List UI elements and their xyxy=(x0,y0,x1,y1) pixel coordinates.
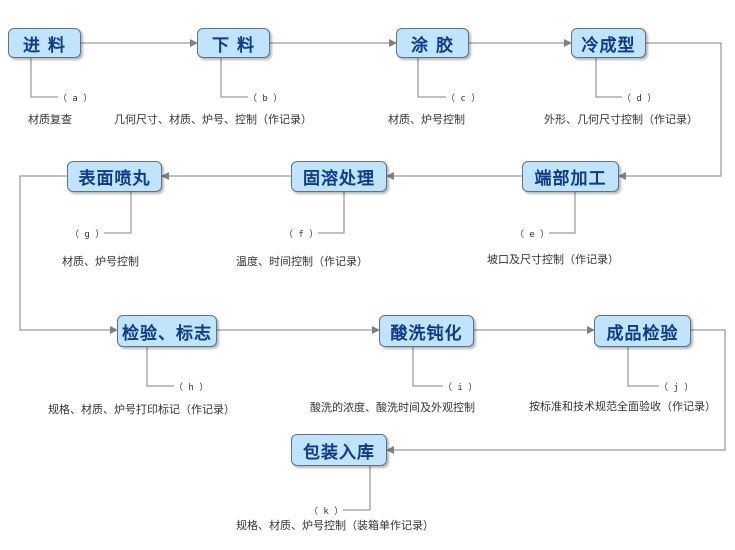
step-cutting: 下 料 xyxy=(197,28,270,58)
note-tag-j: （ j ） xyxy=(659,383,694,393)
leader-f xyxy=(318,192,345,234)
note-tag-a: （ a ） xyxy=(58,94,93,104)
note-text-d: 外形、几何尺寸控制（作记录） xyxy=(544,113,698,126)
note-tag-c: （ c ） xyxy=(446,94,481,104)
note-text-a: 材质复查 xyxy=(28,113,72,126)
note-text-c: 材质、炉号控制 xyxy=(388,113,465,126)
note-tag-e: （ e ） xyxy=(515,230,550,240)
leader-c xyxy=(417,58,446,98)
note-text-k: 规格、材质、炉号控制（装箱单作记录） xyxy=(236,519,434,532)
arrow-j-k xyxy=(386,329,726,454)
step-incoming-material: 进 料 xyxy=(8,28,81,58)
note-tag-b: （ b ） xyxy=(248,94,283,104)
leader-h xyxy=(146,347,174,387)
leader-i xyxy=(412,347,443,387)
note-tag-k: （ k ） xyxy=(309,507,344,517)
leader-d xyxy=(595,58,622,98)
leader-e xyxy=(549,192,576,234)
leader-b xyxy=(220,58,248,98)
note-tag-f: （ f ） xyxy=(284,230,319,240)
note-text-i: 酸洗的浓度、酸洗时间及外观控制 xyxy=(310,401,475,414)
step-final-inspection: 成品检验 xyxy=(594,315,691,347)
step-inspection-marking: 检验、标志 xyxy=(117,315,217,347)
step-end-machining: 端部加工 xyxy=(522,161,619,192)
note-text-g: 材质、炉号控制 xyxy=(62,255,139,268)
arrow-d-e xyxy=(618,42,722,180)
step-solution-treatment: 固溶处理 xyxy=(291,161,387,192)
note-tag-h: （ h ） xyxy=(174,383,209,393)
note-text-e: 坡口及尺寸控制（作记录） xyxy=(487,253,619,266)
leader-a xyxy=(30,58,58,98)
note-tag-d: （ d ） xyxy=(622,94,657,104)
step-pickling-passivation: 酸洗钝化 xyxy=(379,315,474,347)
note-text-f: 温度、时间控制（作记录） xyxy=(236,255,368,268)
arrow-g-h xyxy=(19,175,118,334)
leader-g xyxy=(104,192,132,234)
step-cold-forming: 冷成型 xyxy=(571,28,646,58)
step-gluing: 涂 胶 xyxy=(396,28,469,58)
step-shot-peening: 表面喷丸 xyxy=(67,161,162,192)
note-tag-g: （ g ） xyxy=(70,230,105,240)
note-text-h: 规格、材质、炉号打印标记（作记录） xyxy=(48,403,235,416)
note-tag-i: （ i ） xyxy=(443,383,478,393)
note-text-b: 几何尺寸、材质、炉号、控制（作记录） xyxy=(114,113,312,126)
note-text-j: 按标准和技术规范全面验收（作记录） xyxy=(529,400,716,413)
leader-j xyxy=(627,347,659,387)
step-packing-storage: 包装入库 xyxy=(291,434,387,466)
leader-k xyxy=(343,466,371,511)
